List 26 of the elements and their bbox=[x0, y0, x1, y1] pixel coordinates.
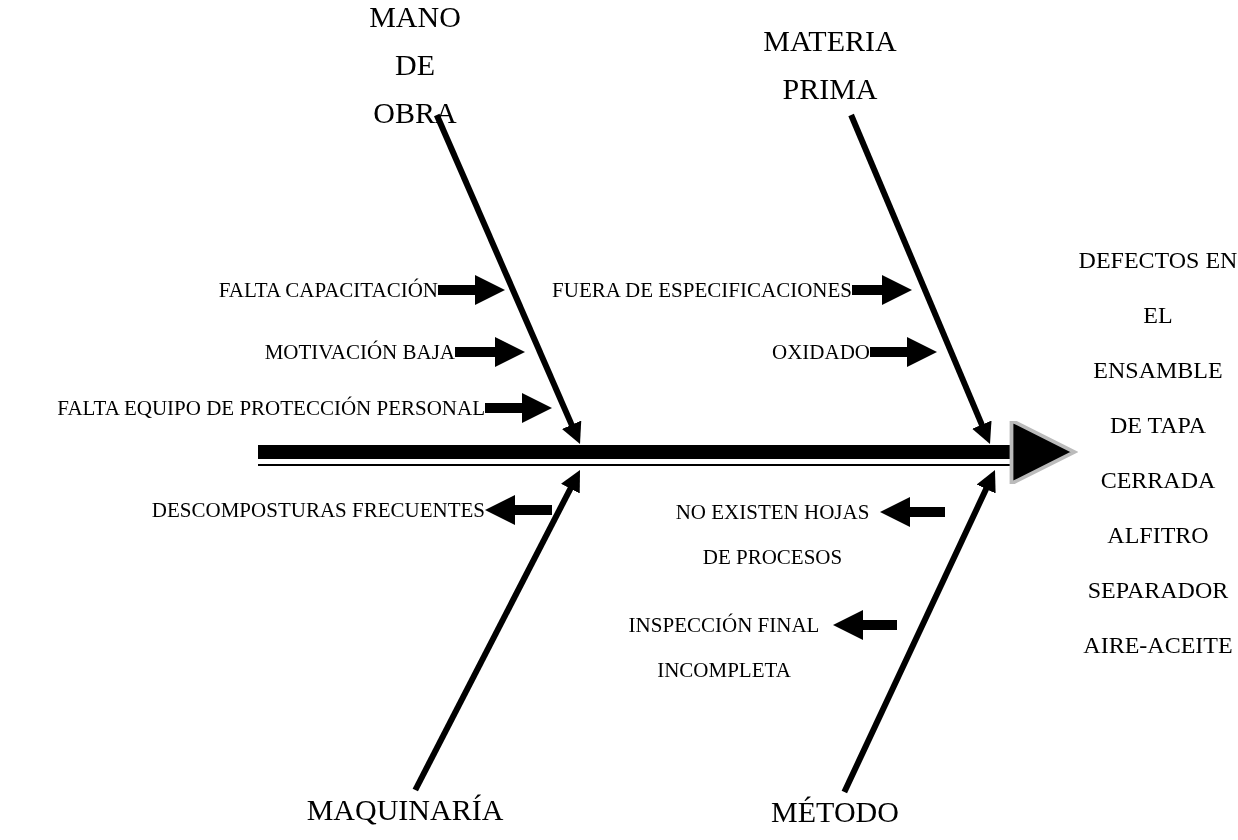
arrow bbox=[438, 275, 505, 305]
arrow bbox=[434, 113, 582, 444]
cause-label: FALTA CAPACITACIÓN bbox=[218, 277, 438, 304]
cause-label: DESCOMPOSTURAS FRECUENTES bbox=[151, 497, 485, 524]
arrow bbox=[485, 393, 552, 423]
cause-label: FALTA EQUIPO DE PROTECCIÓN PERSONAL bbox=[57, 395, 485, 422]
cause-label: FUERA DE ESPECIFICACIONES bbox=[552, 277, 852, 304]
arrow bbox=[412, 470, 580, 792]
arrow bbox=[870, 337, 937, 367]
category-label: MAQUINARÍA bbox=[306, 792, 504, 828]
category-label: MÉTODO bbox=[771, 794, 899, 830]
arrow bbox=[848, 113, 992, 444]
arrow bbox=[455, 337, 525, 367]
arrow bbox=[880, 497, 945, 527]
category-label: MANO DE OBRA bbox=[368, 0, 462, 131]
cause-label: INSPECCIÓN FINAL INCOMPLETA bbox=[627, 612, 821, 684]
spine-arrow bbox=[258, 418, 1077, 486]
cause-label: MOTIVACIÓN BAJA bbox=[264, 339, 455, 366]
effect-label: DEFECTOS EN EL ENSAMBLE DE TAPA CERRADA ALFITRO SEPARADOR AIRE-ACEITE bbox=[1078, 245, 1238, 660]
arrow bbox=[841, 470, 996, 794]
cause-label: OXIDADO bbox=[772, 339, 870, 366]
cause-label: NO EXISTEN HOJAS DE PROCESOS bbox=[674, 499, 871, 571]
arrow bbox=[852, 275, 912, 305]
arrow bbox=[833, 610, 897, 640]
arrow bbox=[485, 495, 552, 525]
category-label: MATERIA PRIMA bbox=[762, 23, 898, 107]
